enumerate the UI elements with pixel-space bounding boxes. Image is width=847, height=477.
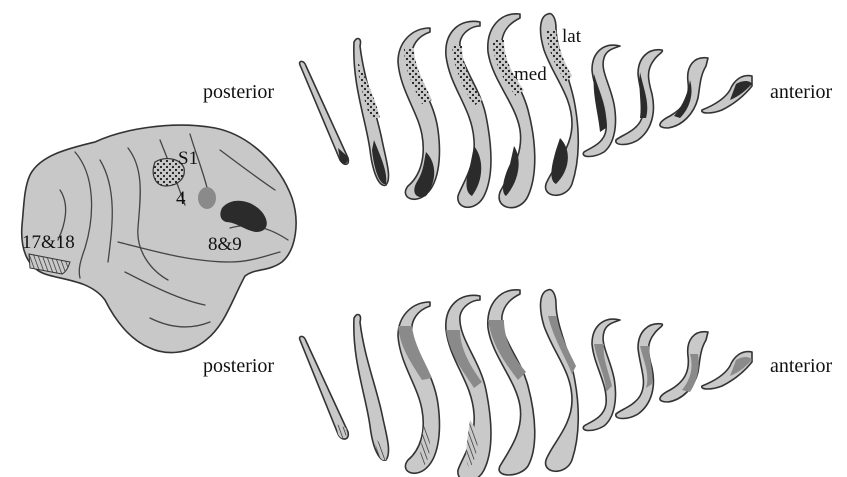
bottom-slice-5	[488, 290, 535, 475]
top-slice-1	[300, 61, 349, 164]
area-4-region	[198, 187, 216, 209]
bottom-slice-6	[541, 290, 579, 472]
bottom-slice-10	[702, 352, 752, 389]
top-slice-3	[398, 28, 439, 199]
top-slice-10	[702, 76, 752, 113]
bottom-slice-series: posterior anterior	[203, 290, 833, 477]
label-med: med	[514, 64, 547, 85]
bottom-slice-2	[354, 315, 389, 461]
label-area-8-9: 8&9	[208, 234, 242, 255]
top-slice-5	[488, 14, 535, 208]
top-slice-series: posterior anterior lat med	[203, 14, 833, 208]
bottom-slice-3	[398, 302, 439, 473]
top-slice-9	[660, 58, 708, 128]
bottom-slice-4	[446, 295, 491, 477]
label-bottom-anterior: anterior	[770, 355, 833, 377]
bottom-slice-9	[660, 332, 708, 402]
label-top-anterior: anterior	[770, 81, 833, 103]
top-slice-4	[446, 21, 491, 207]
label-area-4: 4	[176, 188, 186, 209]
label-s1: S1	[178, 148, 198, 169]
top-slice-8	[616, 50, 663, 145]
label-area-17-18: 17&18	[22, 232, 75, 253]
label-lat: lat	[562, 26, 582, 47]
label-bottom-posterior: posterior	[203, 355, 274, 377]
top-slice-2	[354, 39, 389, 186]
bottom-slice-8	[616, 324, 663, 419]
label-top-posterior: posterior	[203, 81, 274, 103]
bottom-slice-1	[300, 336, 349, 439]
bottom-slice-7	[583, 319, 620, 430]
top-slice-7	[583, 45, 620, 156]
brain-lateral-view: S1 4 17&18 8&9	[22, 125, 296, 352]
